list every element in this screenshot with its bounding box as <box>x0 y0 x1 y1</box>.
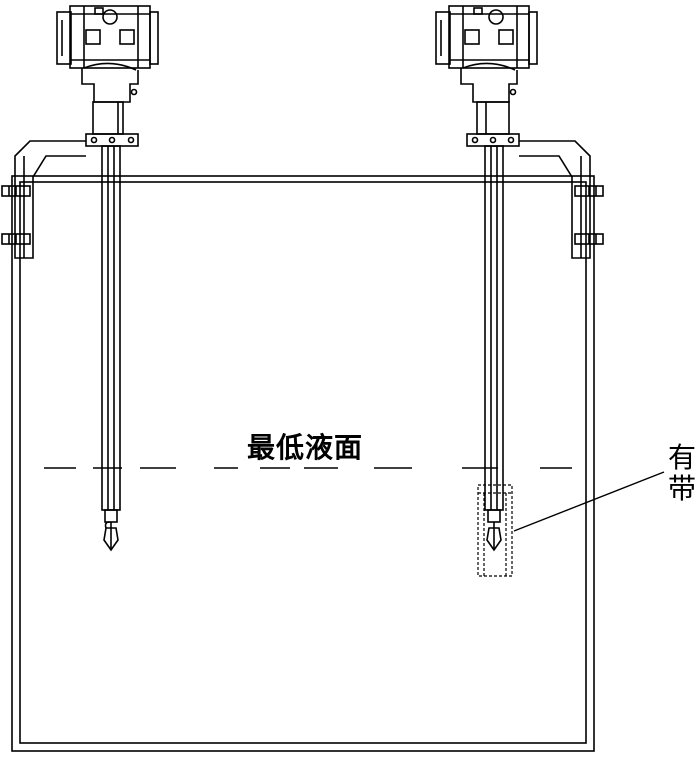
tuning-fork-left <box>103 521 119 552</box>
side-annotation-line-1: 有 <box>668 441 697 474</box>
probe-rod-left <box>101 145 121 530</box>
mounting-bracket-left <box>1 140 86 259</box>
protective-sleeve-dashed <box>477 484 513 577</box>
tuning-fork-right <box>486 527 502 552</box>
neck-right <box>460 62 518 135</box>
side-annotation-line-2: 带 <box>668 472 697 505</box>
flange-right <box>466 133 520 147</box>
level-switch-left <box>1 5 159 552</box>
transmitter-housing-left <box>56 5 159 69</box>
transmitter-housing-right <box>435 5 538 69</box>
flange-left <box>85 133 139 147</box>
tank <box>11 175 595 752</box>
level-switch-right <box>435 5 604 577</box>
neck-left <box>81 62 139 135</box>
probe-rod-right <box>484 145 504 530</box>
min-liquid-level-label: 最低液面 <box>247 431 364 464</box>
annotation-leader-line <box>513 471 665 532</box>
mounting-bracket-right <box>519 140 604 259</box>
